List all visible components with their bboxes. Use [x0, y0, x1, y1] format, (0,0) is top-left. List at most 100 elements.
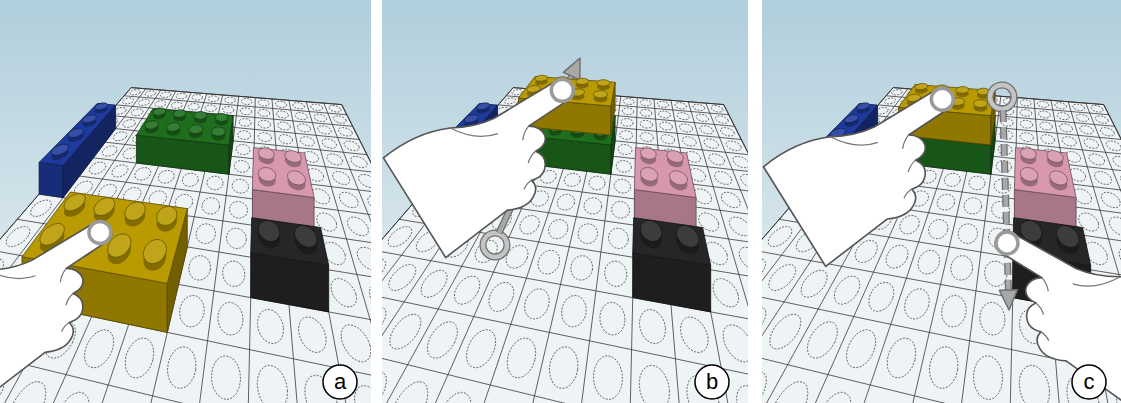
grid-stud: [390, 314, 421, 349]
grid-stud: [322, 139, 337, 149]
hand: [383, 52, 614, 258]
grid-stud: [980, 302, 1005, 335]
brick-stud: [295, 225, 317, 247]
brick-stud: [857, 103, 870, 110]
brick-stud: [157, 206, 177, 225]
grid-stud: [623, 99, 634, 105]
brick-stud: [640, 220, 662, 241]
panel-label: a: [322, 364, 358, 400]
brick-stud: [145, 121, 159, 130]
hand: [0, 194, 152, 400]
grid-stud: [1073, 104, 1085, 110]
grid-stud: [234, 161, 249, 173]
grid-stud: [578, 224, 597, 244]
grid-stud: [113, 132, 127, 141]
grid-stud: [713, 279, 739, 308]
brick-stud: [677, 225, 699, 247]
grid-stud: [293, 103, 304, 109]
brick-stud: [40, 223, 65, 245]
grid-stud: [1106, 141, 1121, 151]
grid-stud: [123, 120, 136, 128]
grid-stud: [505, 98, 516, 104]
hand-crease: [898, 135, 913, 149]
grid-stud: [299, 317, 327, 353]
grid-stud: [212, 356, 241, 400]
brick-top: [1014, 148, 1076, 198]
brick-stud: [594, 91, 608, 98]
hand-crease: [450, 108, 498, 153]
grid-stud: [1109, 217, 1121, 236]
brick-stud: [1050, 171, 1068, 185]
grid-stud: [167, 347, 196, 389]
grid-stud: [139, 99, 150, 105]
brick-stud: [94, 198, 115, 216]
grid-stud: [816, 392, 851, 403]
grid-stud: [218, 302, 243, 335]
grid-stud: [230, 201, 248, 218]
label-circle-outline: [1072, 365, 1106, 399]
grid-stud: [421, 270, 447, 297]
panel-letter: b: [694, 364, 730, 400]
grid-stud: [807, 322, 837, 359]
grid-stud: [6, 227, 30, 247]
grid-stud: [660, 122, 673, 130]
grid-stud: [1095, 172, 1112, 185]
label-circle-outline: [695, 365, 729, 399]
panel-letter: a: [322, 364, 358, 400]
grid-stud: [855, 240, 877, 262]
grid-stud: [770, 314, 801, 349]
grid-stud: [1019, 365, 1049, 403]
grid-stud: [1038, 101, 1049, 107]
grid-stud: [621, 119, 633, 127]
grid-stud: [964, 198, 982, 214]
grid-stud: [90, 162, 106, 174]
brick-stud: [640, 148, 656, 160]
grid-stud: [388, 227, 412, 247]
brick-stud: [667, 151, 683, 163]
grid-stud: [1041, 135, 1055, 144]
grid-stud: [715, 116, 728, 123]
grid-stud: [102, 146, 117, 156]
grid-stud: [681, 317, 709, 353]
brick-stud: [189, 125, 203, 134]
brick-stud: [597, 80, 610, 86]
grid-stud: [171, 102, 182, 108]
brick-stud: [477, 103, 490, 110]
grid-stud: [584, 198, 602, 214]
grid-stud: [258, 110, 270, 117]
grid-stud: [1089, 154, 1105, 165]
grid-stud: [661, 135, 675, 144]
grid-stud: [207, 176, 223, 190]
grid-stud: [929, 347, 958, 389]
brick-top: [39, 103, 116, 165]
grid-stud: [900, 215, 920, 234]
grid-stud: [467, 330, 496, 368]
grid-stud: [525, 289, 550, 319]
brick-stud: [1047, 151, 1063, 163]
grid-stud: [696, 114, 709, 121]
grid-stud: [368, 196, 371, 212]
hand-crease: [830, 117, 878, 162]
grid-stud: [892, 90, 903, 95]
grid-stud: [1055, 103, 1066, 109]
grid-stud: [622, 108, 634, 115]
arrow-head: [563, 58, 580, 80]
drag-ring: [483, 233, 507, 257]
grid-stud: [1119, 247, 1121, 270]
grid-stud: [589, 176, 605, 190]
grid-stud: [427, 322, 457, 359]
grid-stud: [1062, 137, 1076, 146]
grid-stud: [112, 165, 128, 177]
grid-stud: [918, 250, 940, 274]
grid-stud: [715, 172, 732, 185]
grid-stud: [327, 154, 343, 165]
grid-stud: [241, 99, 252, 105]
grid-stud: [351, 156, 368, 167]
grid-stud: [737, 386, 749, 403]
grid-stud: [741, 174, 749, 187]
grid-stud: [300, 137, 314, 146]
grid-stud: [762, 259, 766, 284]
brick-stud: [258, 148, 274, 160]
grid-stud: [985, 261, 1007, 287]
